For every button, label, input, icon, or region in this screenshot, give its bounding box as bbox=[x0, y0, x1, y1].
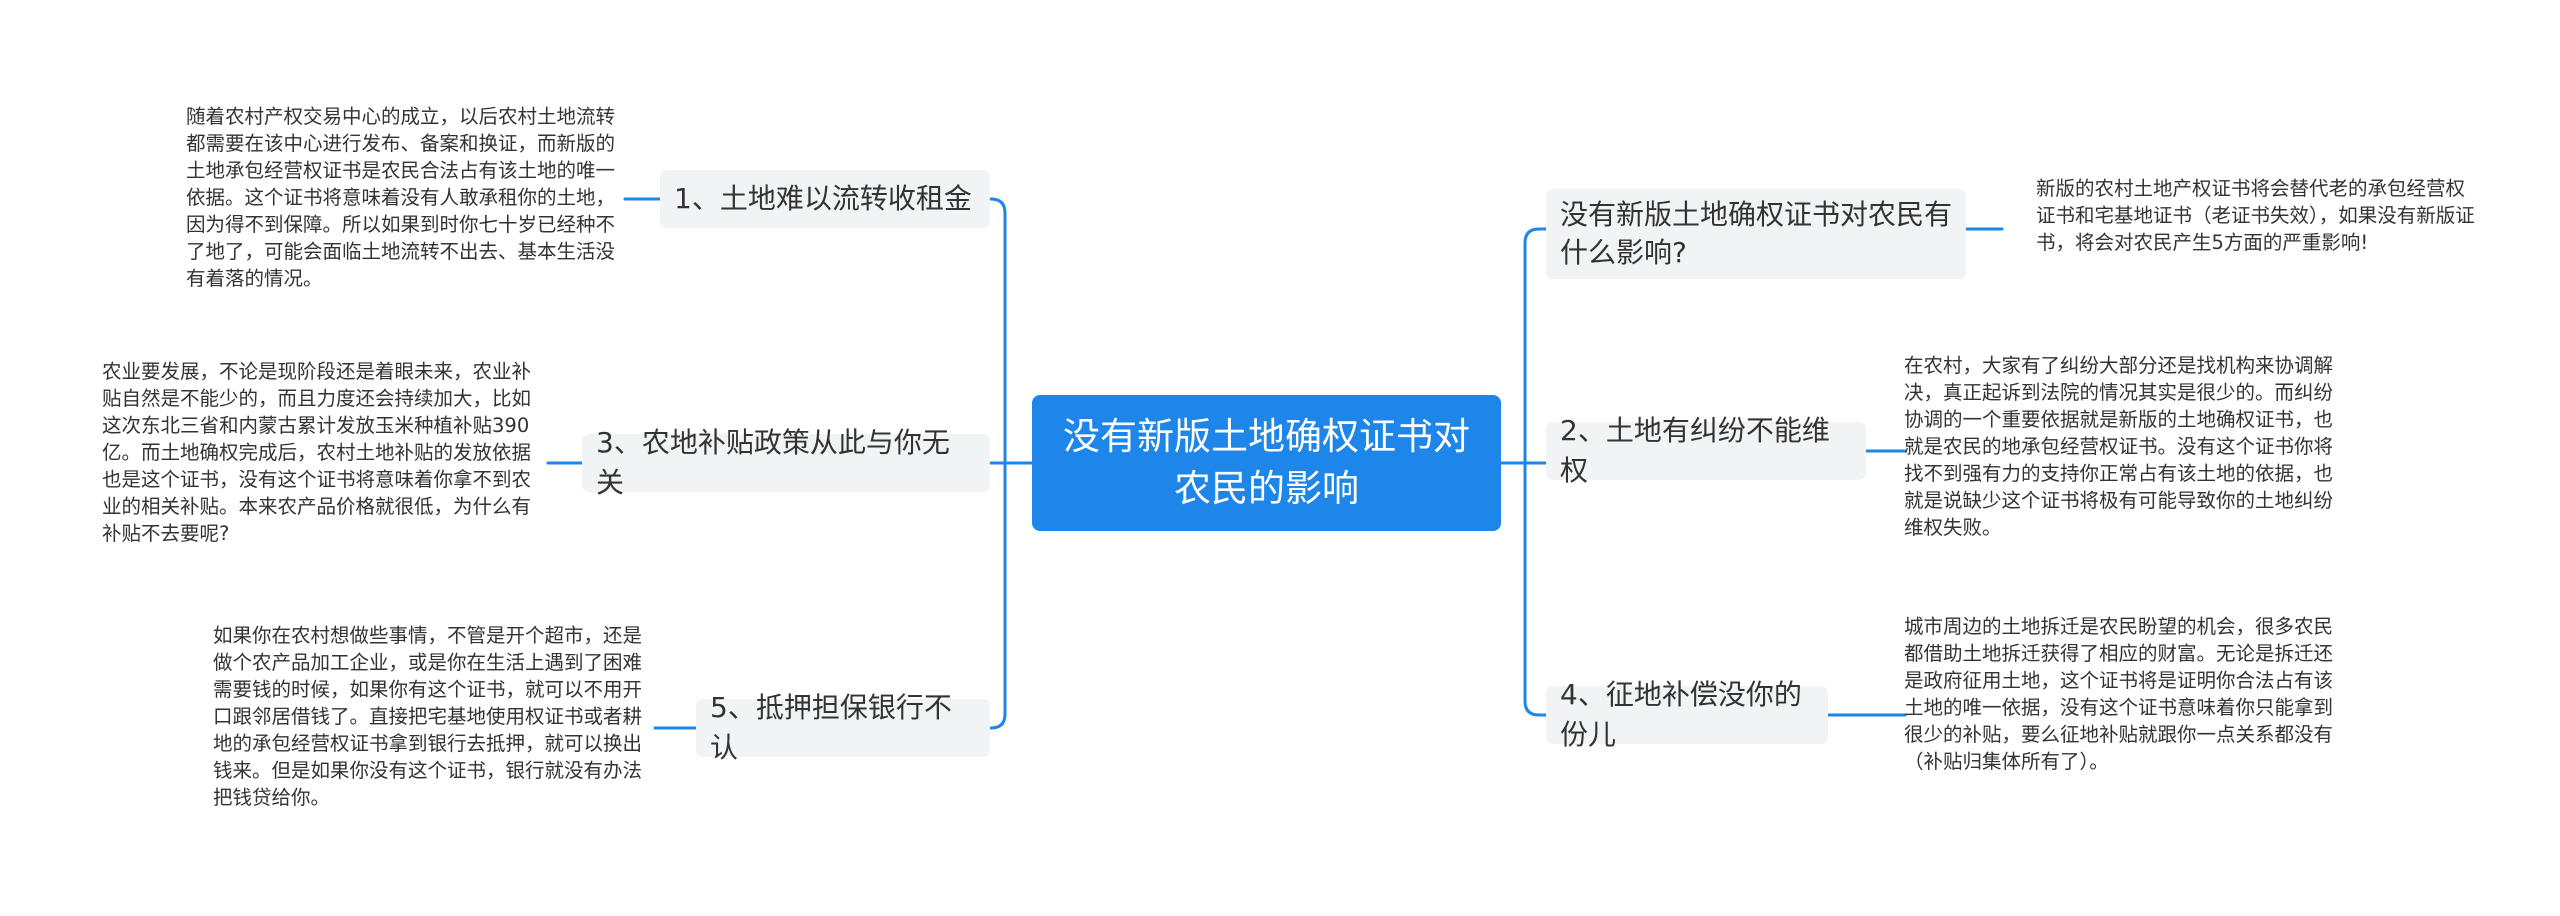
topic-label: 3、农地补贴政策从此与你无关 bbox=[596, 426, 950, 499]
topic-label: 2、土地有纠纷不能维权 bbox=[1560, 414, 1830, 487]
note-land-transfer: 随着农村产权交易中心的成立，以后农村土地流转都需要在该中心进行发布、备案和换证，… bbox=[186, 105, 616, 290]
topic-label: 1、土地难以流转收租金 bbox=[674, 182, 972, 215]
note-dispute: 在农村，大家有了纠纷大部分还是找机构来协调解决，真正起诉到法院的情况其实是很少的… bbox=[1904, 354, 2334, 539]
central-topic[interactable]: 没有新版土地确权证书对农民的影响 bbox=[1032, 395, 1501, 531]
topic-dispute[interactable]: 2、土地有纠纷不能维权 bbox=[1546, 414, 1866, 487]
note-mortgage: 如果你在农村想做些事情，不管是开个超市，还是做个农产品加工企业，或是你在生活上遇… bbox=[213, 624, 643, 809]
note-impact-question: 新版的农村土地产权证书将会替代老的承包经营权证书和宅基地证书（老证书失效），如果… bbox=[2036, 177, 2475, 254]
topic-impact-question[interactable]: 没有新版土地确权证书对农民有什么影响? bbox=[1546, 189, 1966, 279]
topic-mortgage[interactable]: 5、抵押担保银行不认 bbox=[696, 691, 990, 764]
topic-land-transfer[interactable]: 1、土地难以流转收租金 bbox=[660, 170, 990, 228]
topic-label: 没有新版土地确权证书对农民有什么影响? bbox=[1560, 198, 1953, 269]
topic-label: 5、抵押担保银行不认 bbox=[710, 691, 952, 764]
note-compensation: 城市周边的土地拆迁是农民盼望的机会，很多农民都借助土地拆迁获得了相应的财富。无论… bbox=[1904, 615, 2334, 773]
topic-label: 4、征地补偿没你的份儿 bbox=[1560, 678, 1802, 751]
note-subsidy: 农业要发展，不论是现阶段还是着眼未来，农业补贴自然是不能少的，而且力度还会持续加… bbox=[102, 360, 532, 545]
topic-subsidy[interactable]: 3、农地补贴政策从此与你无关 bbox=[582, 426, 990, 499]
topic-compensation[interactable]: 4、征地补偿没你的份儿 bbox=[1546, 678, 1828, 751]
central-topic-text: 没有新版土地确权证书对农民的影响 bbox=[1063, 415, 1470, 510]
